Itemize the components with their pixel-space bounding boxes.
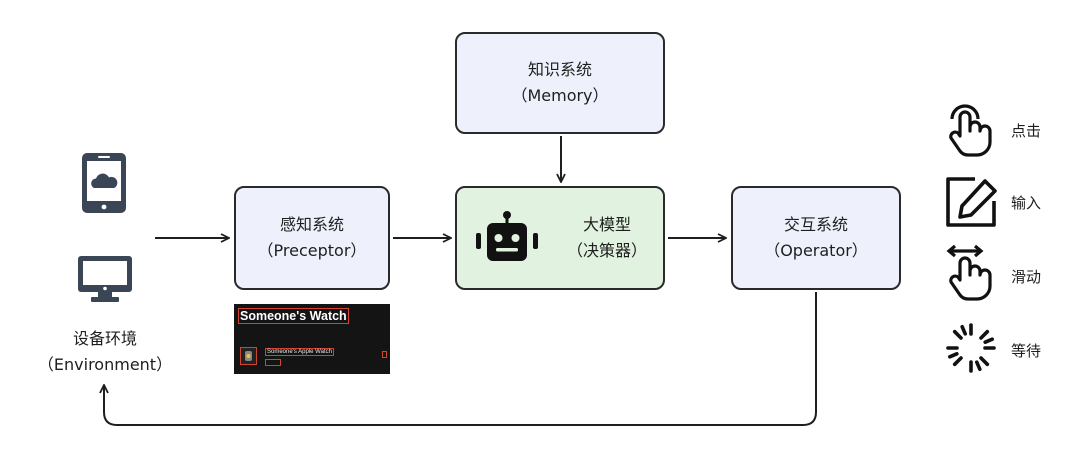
screenshot-title: Someone's Watch [238, 308, 349, 324]
environment-label: 设备环境 （Environment） [30, 326, 180, 378]
operator-title: 交互系统 [783, 215, 848, 234]
arrow-operator-to-env [104, 292, 817, 426]
legend-label-input: 输入 [1011, 194, 1042, 212]
screenshot-row-label: Someone's Apple Watch [265, 348, 334, 356]
operator-subtitle: （Operator） [764, 241, 868, 260]
watch-thumbnail-icon [240, 347, 257, 365]
llm-title: 大模型 [582, 215, 631, 234]
environment-subtitle: （Environment） [37, 355, 173, 374]
swipe-hand-icon [946, 244, 992, 301]
memory-box: 知识系统 （Memory） [455, 32, 665, 134]
llm-subtitle: （决策器） [567, 241, 648, 260]
edit-input-icon [946, 177, 997, 227]
wait-spinner-icon [946, 323, 996, 373]
perceptor-subtitle: （Preceptor） [257, 241, 367, 260]
perceptor-box: 感知系统 （Preceptor） [234, 186, 390, 290]
memory-subtitle: （Memory） [511, 86, 609, 105]
operator-box: 交互系统 （Operator） [731, 186, 901, 290]
perceptor-title: 感知系统 [279, 215, 344, 234]
legend-label-swipe: 滑动 [1011, 268, 1042, 286]
legend-label-tap: 点击 [1011, 122, 1042, 140]
screenshot-chevron [382, 351, 387, 358]
llm-box: 大模型 （决策器） [455, 186, 665, 290]
robot-icon [476, 211, 538, 261]
environment-title: 设备环境 [72, 329, 137, 348]
screenshot-row-sublabel [265, 359, 281, 366]
legend-label-wait: 等待 [1011, 342, 1042, 360]
perception-screenshot: Someone's Watch Someone's Apple Watch [234, 304, 390, 374]
tap-hand-icon [949, 104, 992, 157]
monitor-icon [78, 256, 132, 302]
memory-title: 知识系统 [527, 60, 592, 79]
tablet-cloud-icon [82, 153, 126, 213]
